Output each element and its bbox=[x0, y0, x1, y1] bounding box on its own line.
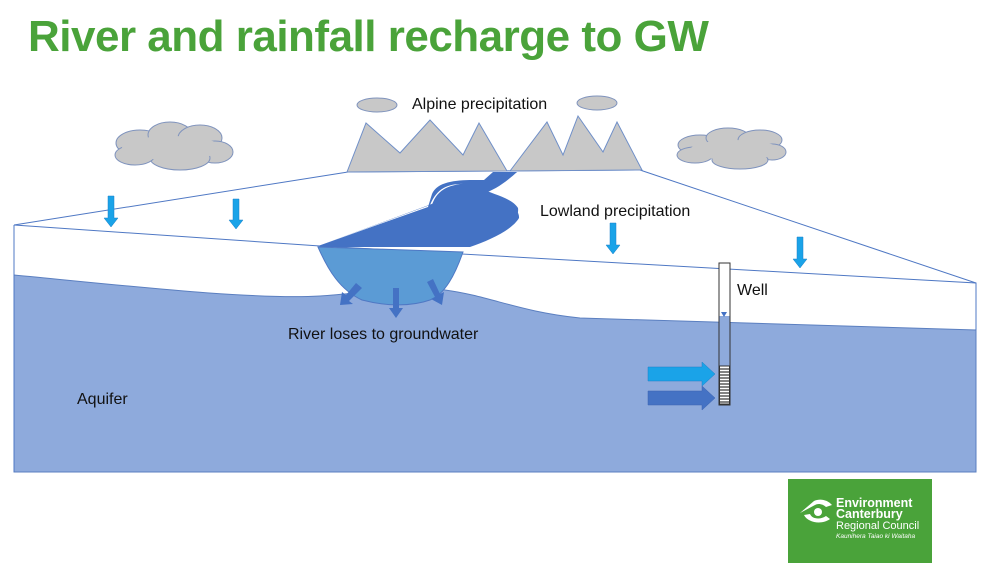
logo-line-1: Environment bbox=[836, 496, 913, 510]
logo-line-3: Regional Council bbox=[836, 520, 920, 532]
environment-canterbury-logo: Environment Canterbury Regional Council … bbox=[788, 479, 932, 563]
page-title: River and rainfall recharge to GW bbox=[28, 12, 709, 61]
rain-arrow-1 bbox=[103, 195, 119, 228]
river-channel-upper bbox=[318, 172, 520, 247]
cloud-right bbox=[676, 127, 787, 170]
well-water bbox=[719, 316, 730, 404]
well-screen bbox=[719, 365, 730, 405]
rain-arrow-3 bbox=[605, 222, 621, 255]
label-aquifer: Aquifer bbox=[77, 391, 128, 408]
logo-line-2: Canterbury bbox=[836, 507, 903, 521]
logo-line-4: Kaunihera Taiao ki Waitaha bbox=[836, 533, 916, 540]
rain-arrows bbox=[103, 195, 808, 269]
rain-arrow-2 bbox=[228, 198, 244, 230]
mountain-range-left bbox=[346, 119, 508, 173]
perspective-line-left bbox=[13, 171, 349, 226]
cloud-alpine-right bbox=[576, 95, 618, 111]
seepage-arrows bbox=[340, 279, 444, 318]
ground-surface bbox=[13, 224, 977, 330]
flow-arrow-rainfall bbox=[647, 361, 716, 387]
water-table-marker-icon bbox=[721, 312, 727, 317]
cloud-alpine-left bbox=[356, 97, 398, 113]
rain-arrow-4 bbox=[792, 236, 808, 269]
label-lowland-precipitation: Lowland precipitation bbox=[540, 203, 690, 220]
ecan-logo-icon bbox=[800, 499, 832, 523]
cloud-left bbox=[114, 121, 234, 171]
seepage-arrow-left bbox=[340, 283, 362, 305]
label-alpine-precipitation: Alpine precipitation bbox=[412, 96, 547, 113]
mountain-range-right bbox=[508, 114, 643, 172]
perspective-line-right bbox=[639, 169, 977, 284]
label-river-loses: River loses to groundwater bbox=[288, 326, 479, 343]
seepage-arrow-middle bbox=[389, 288, 403, 318]
seepage-arrow-right bbox=[427, 279, 444, 305]
flow-arrow-river bbox=[647, 385, 716, 411]
aquifer-layer bbox=[13, 274, 977, 473]
label-well: Well bbox=[737, 282, 768, 299]
